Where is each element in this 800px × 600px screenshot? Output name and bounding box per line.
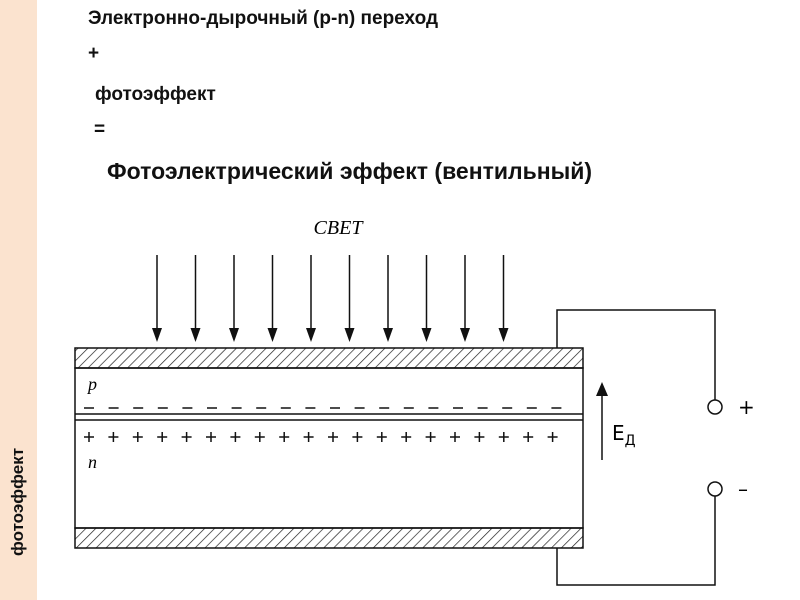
light-arrow-head bbox=[421, 328, 432, 342]
light-arrow-head bbox=[498, 328, 509, 342]
light-arrow-head bbox=[229, 328, 239, 342]
light-label: СВЕТ bbox=[314, 217, 365, 239]
light-arrows bbox=[152, 255, 509, 342]
light-arrow-head bbox=[383, 328, 393, 342]
positive-charge bbox=[352, 432, 363, 442]
positive-charge bbox=[206, 432, 216, 442]
bottom-electrode bbox=[74, 527, 584, 549]
header-line-2: + bbox=[88, 43, 100, 64]
header-line-1: Электронно-дырочный (p-n) переход bbox=[88, 8, 439, 29]
sidebar-band: фотоэффект bbox=[0, 0, 37, 600]
plus-terminal-label: + bbox=[738, 395, 755, 419]
positive-charge bbox=[498, 432, 509, 442]
positive-charge bbox=[254, 432, 265, 442]
top-wire bbox=[556, 309, 716, 400]
light-arrow-head bbox=[190, 328, 201, 342]
positive-charges bbox=[84, 432, 558, 442]
positive-charge bbox=[328, 432, 338, 442]
positive-charge bbox=[547, 432, 558, 442]
positive-charge bbox=[157, 432, 168, 442]
light-arrow-head bbox=[344, 328, 355, 342]
light-arrow-head bbox=[152, 328, 162, 342]
bottom-wire bbox=[556, 496, 716, 586]
positive-charge bbox=[279, 432, 290, 442]
positive-charge bbox=[132, 432, 143, 442]
positive-charge bbox=[523, 432, 534, 442]
page-title: Фотоэлектрический эффект (вентильный) bbox=[107, 158, 593, 184]
top-electrode bbox=[74, 347, 584, 369]
field-label: ЕД bbox=[612, 421, 636, 449]
positive-charge bbox=[450, 432, 460, 442]
n-region-label: n bbox=[88, 452, 97, 472]
positive-charge bbox=[425, 432, 436, 442]
p-region-label: p bbox=[86, 374, 97, 394]
header-line-4: = bbox=[94, 119, 106, 140]
positive-charge bbox=[376, 432, 387, 442]
positive-charge bbox=[181, 432, 192, 442]
positive-charge bbox=[84, 432, 94, 442]
minus-terminal-label: – bbox=[738, 477, 748, 501]
minus-terminal bbox=[707, 481, 723, 497]
light-arrow-head bbox=[267, 328, 278, 342]
plus-terminal bbox=[707, 399, 723, 415]
positive-charge bbox=[108, 432, 119, 442]
positive-charge bbox=[474, 432, 485, 442]
light-arrow-head bbox=[306, 328, 316, 342]
field-arrow-head bbox=[596, 382, 608, 396]
semiconductor-body bbox=[74, 367, 584, 529]
light-arrow-head bbox=[460, 328, 470, 342]
positive-charge bbox=[303, 432, 314, 442]
header-line-3: фотоэффект bbox=[95, 84, 216, 105]
positive-charge bbox=[401, 432, 412, 442]
positive-charge bbox=[230, 432, 241, 442]
